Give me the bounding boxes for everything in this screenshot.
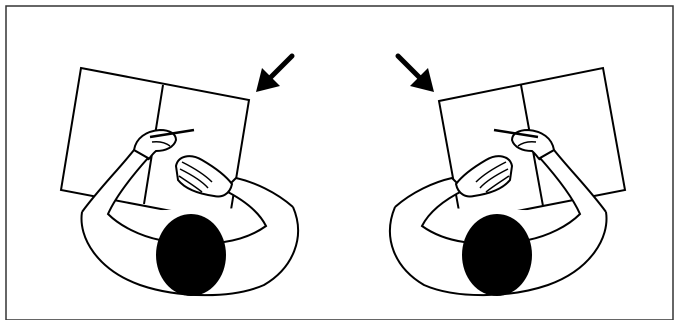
- left-panel-figure: [59, 66, 299, 297]
- right-writing-hand: [493, 128, 556, 161]
- right-head: [462, 214, 532, 296]
- left-arm-figure-left: [81, 148, 161, 241]
- right-arm-figure-left: [394, 176, 466, 243]
- left-head: [156, 214, 226, 296]
- left-resting-hand: [174, 155, 234, 198]
- right-panel-figure: [389, 66, 627, 297]
- left-writing-hand: [132, 128, 195, 161]
- left-arrow-icon: [256, 53, 295, 92]
- left-arm-figure-right: [222, 176, 294, 243]
- right-resting-hand: [454, 155, 514, 198]
- right-arrow-icon: [395, 53, 434, 92]
- right-arm-figure-right: [527, 148, 607, 241]
